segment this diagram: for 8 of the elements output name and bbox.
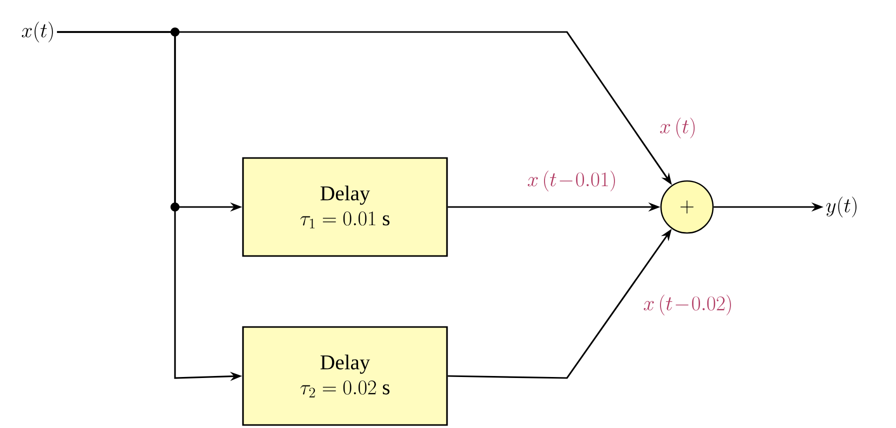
edge-label: $x\,(t)$ (660, 118, 695, 138)
edge-label: $x\,(t\!-\!0.02)$ (644, 294, 731, 316)
summing-junction: $+$ (660, 180, 714, 234)
signal-label: $y(t)$ (826, 196, 856, 218)
signal-label: $x(t)$ (22, 22, 53, 42)
delay-box: Delay $\tau_1 = 0.01\ \mathrm{s}$ (242, 157, 448, 257)
edge-label: $x\,(t\!-\!0.01)$ (528, 170, 615, 192)
delay-box: Delay $\tau_2 = 0.02\ \mathrm{s}$ (242, 326, 448, 426)
